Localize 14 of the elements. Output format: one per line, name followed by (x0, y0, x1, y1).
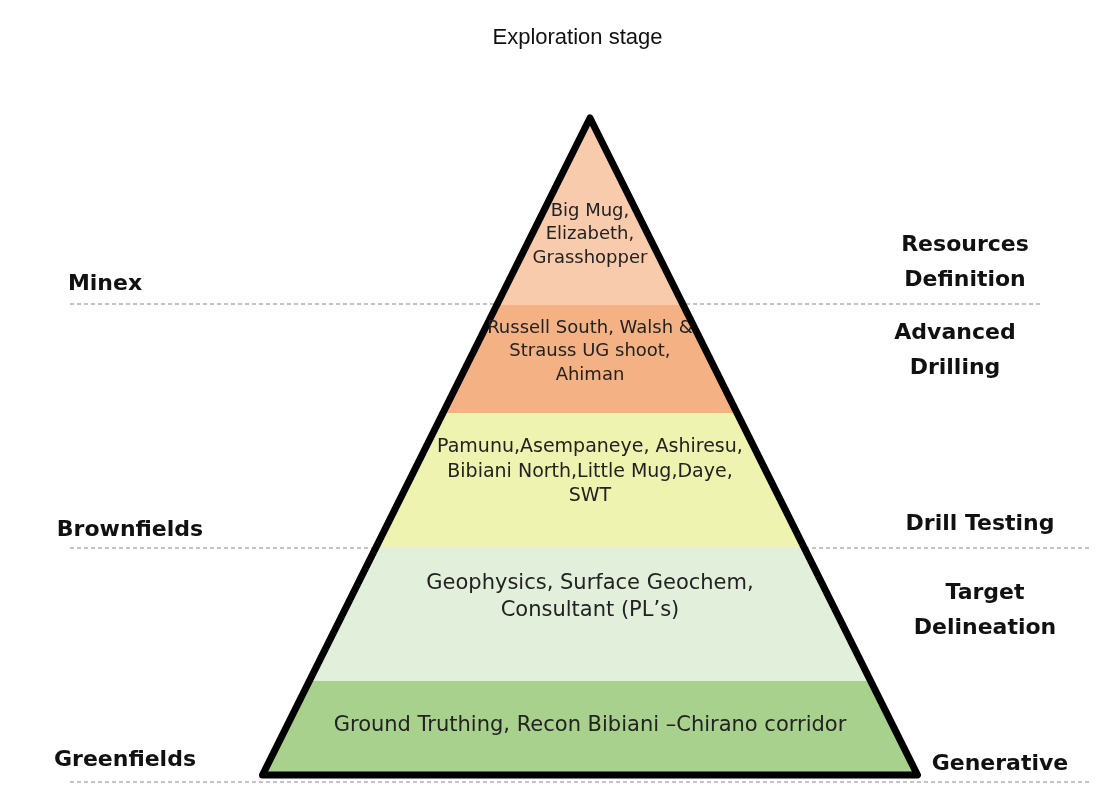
stage-label: Drill Testing (904, 509, 1056, 537)
stage-label: Advanced Drilling (893, 318, 1017, 382)
band-text: Big Mug, Elizabeth, Grasshopper (531, 198, 649, 269)
band-text: Pamunu,Asempaneye, Ashiresu, Bibiani North,Little Mug,Daye, SWT (436, 433, 744, 508)
title: Exploration stage (491, 24, 664, 50)
band-text: Geophysics, Surface Geochem, Consultant (PL’s) (425, 569, 755, 624)
stage-label: Resources Definition (900, 230, 1030, 294)
stage-label: Brownfields (55, 515, 205, 543)
band-text: Ground Truthing, Recon Bibiani –Chirano corridor (332, 711, 848, 738)
stage-label: Generative (930, 749, 1070, 777)
stage-label: Greenfields (53, 745, 197, 773)
stage-label: Minex (66, 269, 144, 297)
band-text: Russell South, Walsh & Strauss UG shoot, Ahiman (486, 315, 694, 386)
stage-label: Target Delineation (912, 578, 1058, 642)
